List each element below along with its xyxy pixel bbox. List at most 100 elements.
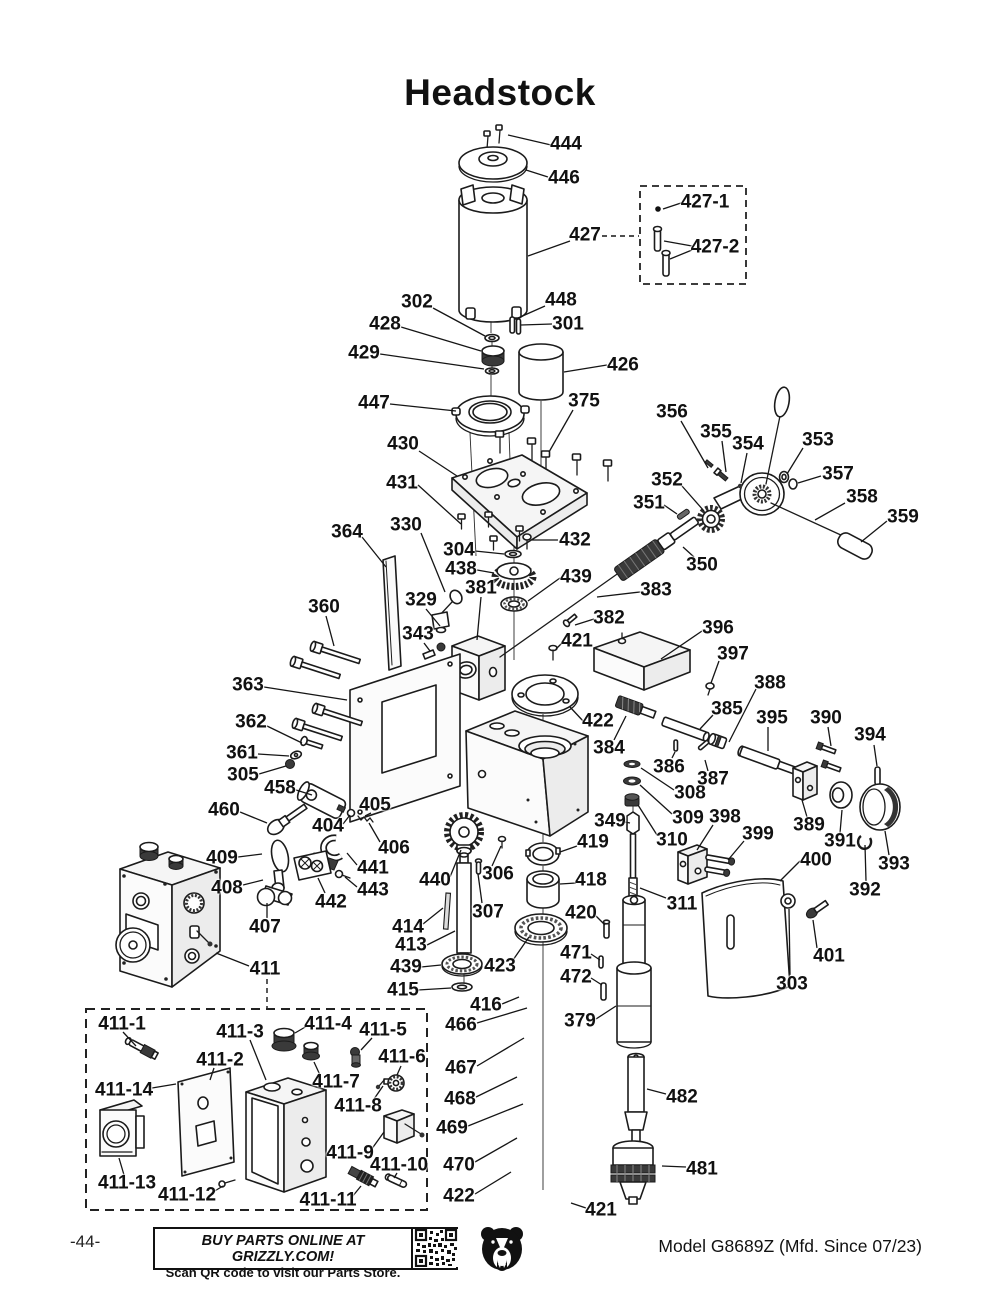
pin-394 xyxy=(874,766,881,786)
callout-419: 419 xyxy=(577,831,609,853)
callout-401: 401 xyxy=(813,945,845,967)
callout-427: 427 xyxy=(569,224,601,246)
bushing-391 xyxy=(829,781,853,809)
callout-439: 439 xyxy=(390,956,422,978)
screw-432 xyxy=(522,533,532,550)
callout-411-4: 411-4 xyxy=(304,1013,352,1035)
callout-352: 352 xyxy=(651,469,683,491)
callout-362: 362 xyxy=(235,711,267,733)
screw-382 xyxy=(562,613,578,628)
callout-310: 310 xyxy=(656,829,688,851)
callout-404: 404 xyxy=(312,815,344,837)
callout-387: 387 xyxy=(697,768,729,790)
callout-427-1: 427-1 xyxy=(680,191,730,213)
shield-400 xyxy=(701,878,791,999)
motor-427 xyxy=(458,184,528,323)
callout-441: 441 xyxy=(357,857,389,879)
nut-357 xyxy=(788,478,798,490)
spacer-418 xyxy=(526,870,560,909)
callout-353: 353 xyxy=(802,429,834,451)
callout-361: 361 xyxy=(226,742,258,764)
grizzly-bear-logo xyxy=(481,1227,523,1271)
callout-411: 411 xyxy=(249,958,281,980)
callout-329: 329 xyxy=(405,589,437,611)
callout-469: 469 xyxy=(436,1117,468,1139)
banner-divider xyxy=(411,1229,413,1268)
cylinder-458 xyxy=(296,781,347,819)
quill-shaft-413 xyxy=(456,852,472,963)
callout-418: 418 xyxy=(575,869,607,891)
screw-421-upper xyxy=(548,644,558,661)
washer-303 xyxy=(780,893,796,909)
flange-447 xyxy=(451,395,530,437)
callout-390: 390 xyxy=(810,707,842,729)
part-411-7 xyxy=(302,1041,320,1061)
callout-330: 330 xyxy=(390,514,422,536)
callout-416: 416 xyxy=(470,994,502,1016)
part-411-6 xyxy=(383,1074,405,1092)
key-426 xyxy=(518,343,564,401)
headstock-body xyxy=(465,674,589,837)
clip-392 xyxy=(856,835,873,851)
callout-430: 430 xyxy=(387,433,419,455)
callout-471: 471 xyxy=(560,942,592,964)
pin-472 xyxy=(600,982,607,1001)
pin-471 xyxy=(598,955,604,969)
strain-relief-knobs xyxy=(139,841,184,870)
callout-394: 394 xyxy=(854,724,886,746)
part-411-5 xyxy=(350,1047,361,1068)
callout-379: 379 xyxy=(564,1010,596,1032)
leader-lines xyxy=(118,134,890,1209)
callout-427-2: 427-2 xyxy=(690,236,740,258)
screw-443 xyxy=(334,869,351,879)
callout-302: 302 xyxy=(401,291,433,313)
washer-302 xyxy=(484,333,500,343)
callout-359: 359 xyxy=(887,506,919,528)
spindle-482 xyxy=(624,1052,648,1143)
callout-414: 414 xyxy=(392,916,424,938)
screws-444 xyxy=(483,124,503,150)
callout-381: 381 xyxy=(465,577,497,599)
pin-386 xyxy=(673,739,679,752)
callout-383: 383 xyxy=(640,579,672,601)
callout-393: 393 xyxy=(878,853,910,875)
callout-398: 398 xyxy=(709,806,741,828)
callout-389: 389 xyxy=(793,814,825,836)
scale-bracket-396 xyxy=(593,631,691,691)
callout-307: 307 xyxy=(472,901,504,923)
bolt-460 xyxy=(266,803,308,836)
callout-432: 432 xyxy=(559,529,591,551)
callout-440: 440 xyxy=(419,869,451,891)
chuck-481 xyxy=(610,1140,656,1205)
callout-413: 413 xyxy=(395,934,427,956)
rod-414 xyxy=(442,892,452,930)
callout-411-10: 411-10 xyxy=(369,1154,429,1176)
callout-343: 343 xyxy=(402,623,434,645)
callout-411-5: 411-5 xyxy=(359,1019,407,1041)
banner-line2: Scan QR code to visit our Parts Store. xyxy=(165,1265,401,1280)
screw-355 xyxy=(713,467,729,482)
grip-359 xyxy=(837,532,873,560)
clip-361 xyxy=(289,750,303,760)
leadscrew-assembly xyxy=(499,386,873,658)
spoke-358 xyxy=(770,502,844,537)
washer-353 xyxy=(778,470,790,484)
callout-422: 422 xyxy=(443,1185,475,1207)
callout-311: 311 xyxy=(666,893,698,915)
page-number: -44- xyxy=(70,1232,101,1251)
callout-467: 467 xyxy=(445,1057,477,1079)
pin-387 xyxy=(697,739,710,751)
callout-442: 442 xyxy=(315,891,347,913)
motor-assembly xyxy=(451,124,564,437)
fan-cover-446 xyxy=(458,146,528,183)
callout-360: 360 xyxy=(308,596,340,618)
worm-384 xyxy=(615,695,657,719)
callout-407: 407 xyxy=(249,916,281,938)
callout-382: 382 xyxy=(593,607,625,629)
callout-386: 386 xyxy=(653,756,685,778)
key-351 xyxy=(676,508,690,520)
callout-444: 444 xyxy=(550,133,582,155)
nut-419 xyxy=(525,842,561,866)
option-box-427 xyxy=(639,185,747,285)
pins-448-301 xyxy=(509,316,522,335)
